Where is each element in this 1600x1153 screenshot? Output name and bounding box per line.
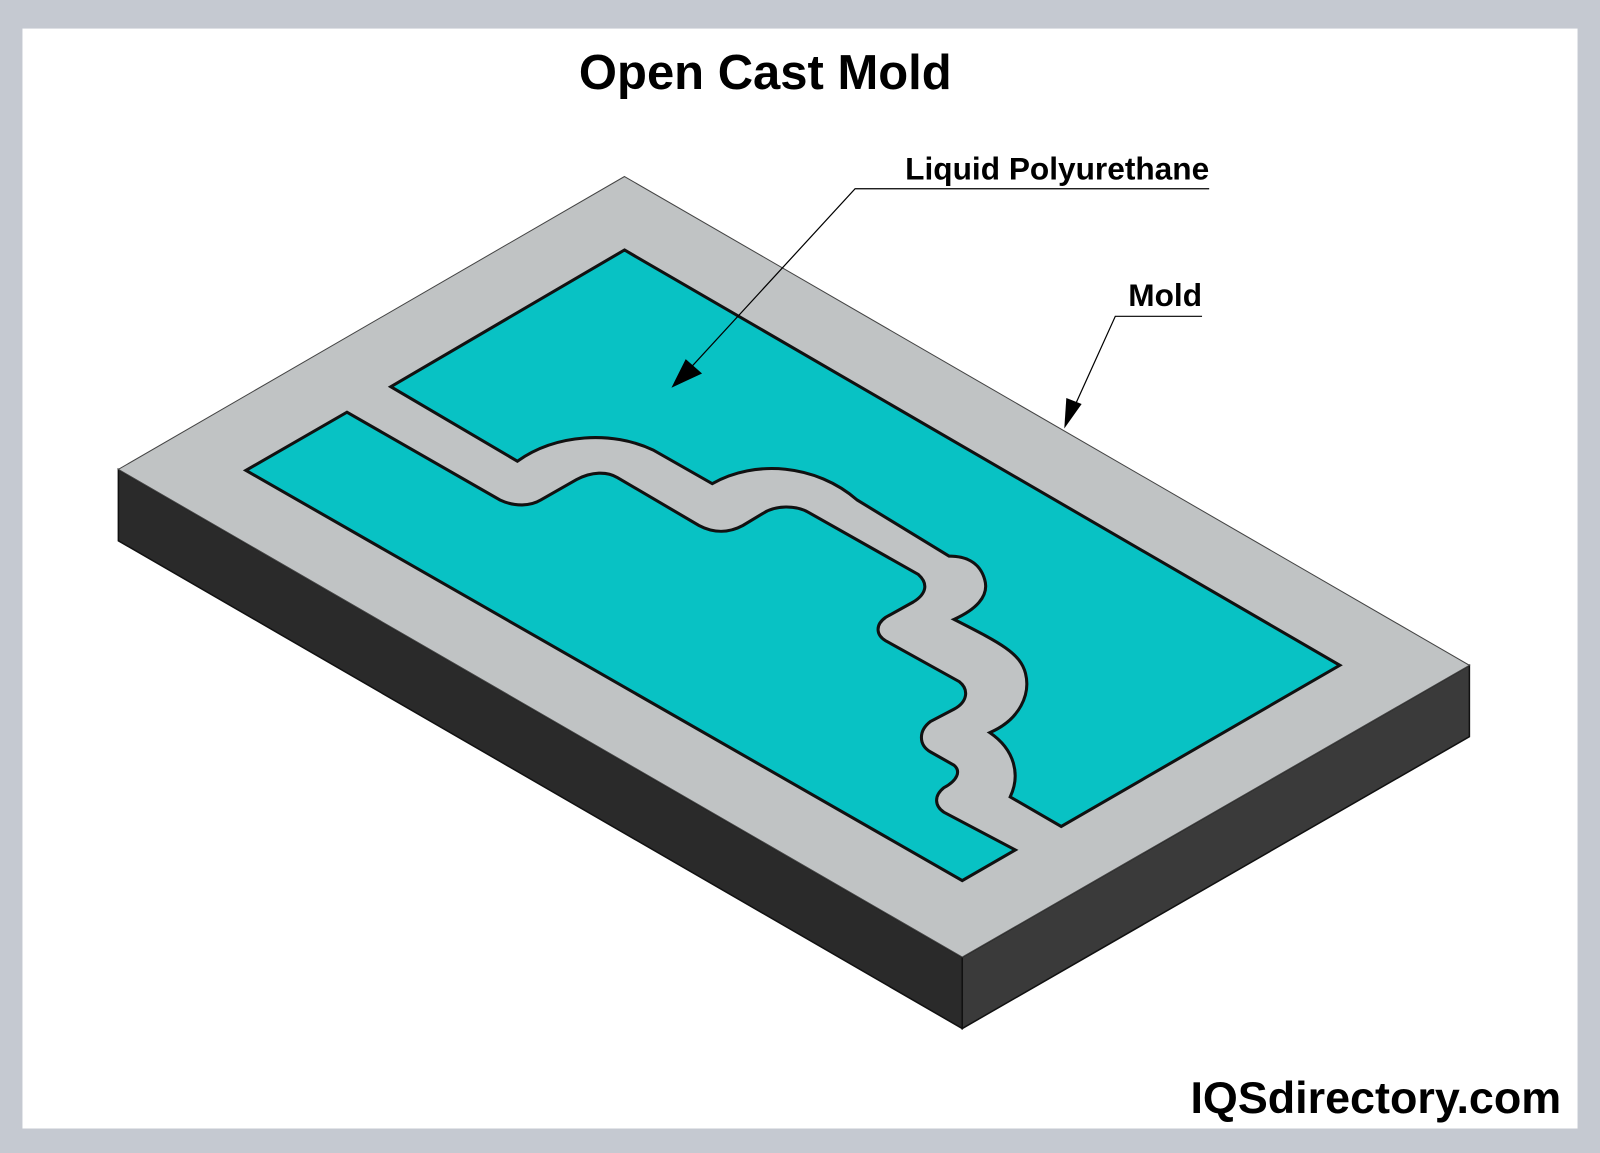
liquid-cavity-upper [387,248,1343,829]
mold-block [117,175,1471,1030]
liquid-polyurethane-label: Liquid Polyurethane [905,151,1209,187]
liquid-leader-line [681,188,1210,378]
liquid-cavity-lower [242,410,1019,883]
mold-callout: Mold [1064,277,1203,429]
watermark-logo: IQSdirectory.com [1190,1072,1561,1123]
mold-arrowhead [1064,397,1082,429]
liquid-callout: Liquid Polyurethane [671,151,1209,388]
diagram-title: Open Cast Mold [579,46,952,100]
mold-leader-line [1070,315,1203,414]
liquid-arrowhead [671,359,703,388]
mold-label: Mold [1128,277,1202,313]
